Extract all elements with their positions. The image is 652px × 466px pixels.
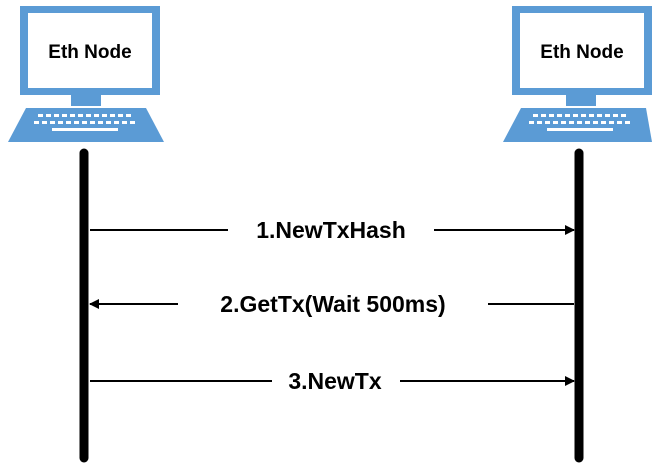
message-1-label-bg bbox=[228, 214, 434, 246]
keyboard bbox=[8, 108, 164, 142]
message-2: 2.GetTx(Wait 500ms) bbox=[89, 288, 574, 320]
left-node: Eth Node bbox=[8, 6, 164, 142]
right-node-label: Eth Node bbox=[540, 42, 623, 63]
message-2-label-bg bbox=[178, 288, 488, 320]
monitor-neck bbox=[566, 95, 596, 106]
computer-icon bbox=[8, 6, 164, 142]
monitor-screen bbox=[520, 13, 644, 88]
right-node: Eth Node bbox=[503, 6, 652, 142]
message-3: 3.NewTx bbox=[90, 365, 575, 397]
keyboard bbox=[503, 108, 652, 142]
keyboard-keys bbox=[529, 114, 630, 131]
message-1: 1.NewTxHash bbox=[90, 214, 575, 246]
message-3-label-bg bbox=[272, 365, 400, 397]
message-2-label: 2.GetTx(Wait 500ms) bbox=[220, 291, 445, 317]
monitor-screen bbox=[28, 13, 152, 88]
left-node-label: Eth Node bbox=[48, 42, 131, 63]
message-1-label: 1.NewTxHash bbox=[256, 217, 406, 243]
keyboard-keys bbox=[34, 114, 135, 131]
monitor-neck bbox=[71, 95, 101, 106]
computer-icon bbox=[503, 6, 652, 142]
message-3-label: 3.NewTx bbox=[288, 368, 382, 394]
